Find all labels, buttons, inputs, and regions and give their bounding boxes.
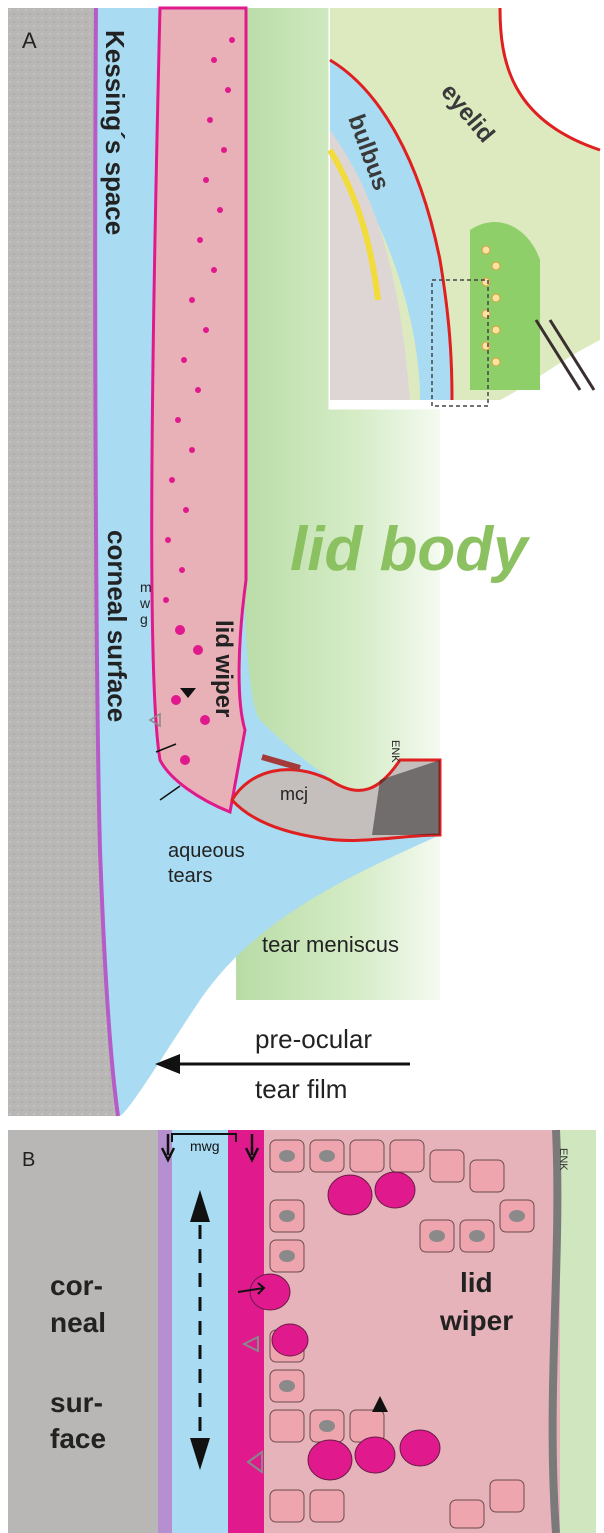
glycocalyx-band	[158, 1130, 172, 1533]
corneal-surface-label: corneal surface	[102, 530, 132, 722]
mwg-w-label: w	[139, 595, 151, 611]
enk-label: ENK	[389, 740, 401, 763]
aqueous-label: aqueous	[168, 840, 245, 862]
corneal-label-2: neal	[50, 1307, 106, 1338]
tears-label: tears	[168, 865, 212, 887]
panel-a: eyelid bulbus A Kessing´s space corneal …	[8, 8, 600, 1116]
corneal-label-1: cor-	[50, 1270, 103, 1301]
kessing-space-label: Kessing´s space	[100, 30, 130, 235]
wiper-label-b: wiper	[439, 1305, 513, 1336]
mwg-m-label: m	[140, 579, 152, 595]
lid-label-b: lid	[460, 1267, 493, 1298]
inset-tarsal-plate	[470, 222, 540, 390]
lid-wiper-magenta-band	[228, 1130, 264, 1533]
inset-eyelid-overview: eyelid bulbus	[330, 8, 600, 408]
panel-b-label: B	[22, 1149, 35, 1171]
mcj-label: mcj	[280, 784, 308, 804]
enk-label-b: ENK	[557, 1148, 569, 1171]
tear-film-label: tear film	[255, 1074, 347, 1104]
surface-label-1: sur-	[50, 1387, 103, 1418]
lid-wiper-label: lid wiper	[210, 620, 237, 717]
lid-body-label: lid body	[290, 515, 531, 584]
surface-label-2: face	[50, 1423, 106, 1454]
mwg-label: mwg	[190, 1138, 220, 1154]
tear-meniscus-label: tear meniscus	[262, 932, 399, 957]
panel-b: mwg B ENK cor- neal sur- face lid wiper	[8, 1130, 596, 1533]
preocular-label: pre-ocular	[255, 1024, 372, 1054]
panel-a-label: A	[22, 28, 37, 53]
mwg-g-label: g	[140, 611, 148, 627]
lid-body-strip	[560, 1130, 596, 1533]
